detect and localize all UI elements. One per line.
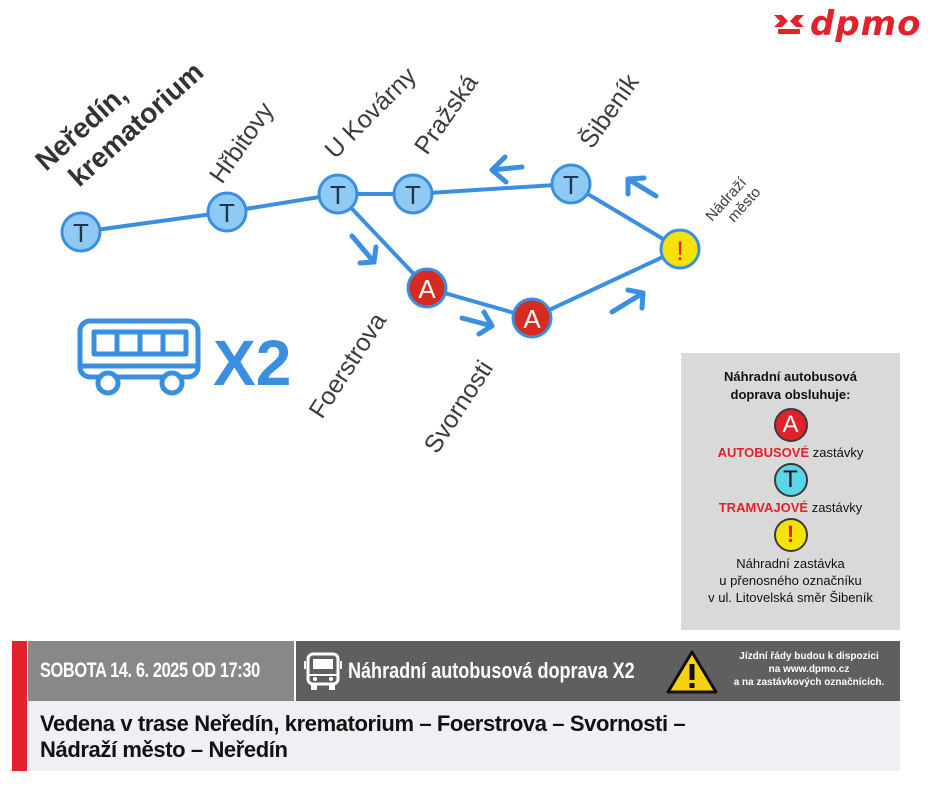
notice-line1: Jízdní řády budou k dispozici bbox=[739, 651, 879, 662]
service-box: Náhradní autobusová doprava X2 Jízdní řá… bbox=[296, 641, 900, 701]
timetable-notice: Jízdní řády budou k dispozici na www.dpm… bbox=[720, 650, 898, 689]
stop-label-u-kovarny: U Kovárny bbox=[319, 62, 422, 165]
dpmo-logo-icon bbox=[774, 15, 804, 34]
route-line2: Nádraží město – Neředín bbox=[40, 737, 288, 762]
tram-route-line bbox=[79, 181, 682, 251]
arrow-icon bbox=[609, 287, 646, 315]
stop-label-sibenik: Šibeník bbox=[573, 68, 645, 153]
svg-text:T: T bbox=[219, 198, 235, 228]
legend-temp-symbol: ! bbox=[773, 518, 808, 552]
stop-marker-hrbitovy[interactable]: T bbox=[206, 191, 248, 233]
svg-text:T: T bbox=[73, 218, 89, 248]
logo-text: dpmo bbox=[810, 4, 922, 44]
legend-bus-word: AUTOBUSOVÉ bbox=[717, 445, 810, 460]
notice-line2: na www.dpmo.cz bbox=[768, 664, 850, 675]
stop-markers: T T T T T ! A A bbox=[60, 163, 701, 339]
legend-bus-rest: zastávky bbox=[812, 445, 864, 460]
stop-label-nadrazi: Nádraží město bbox=[702, 174, 764, 226]
route-map: T T T T T ! A A bbox=[29, 56, 764, 459]
bus-icon bbox=[77, 318, 201, 396]
legend-bus-symbol: A bbox=[773, 408, 808, 442]
stop-marker-neredin[interactable]: T bbox=[60, 211, 102, 253]
bus-route-line bbox=[336, 192, 682, 321]
stop-marker-prazska[interactable]: T bbox=[392, 173, 434, 215]
bus-small-icon bbox=[304, 651, 342, 693]
route-lines bbox=[79, 181, 682, 321]
date-text: SOBOTA 14. 6. 2025 OD 17:30 bbox=[40, 659, 260, 682]
stop-label-foerstrova: Foerstrova bbox=[304, 308, 393, 424]
stop-label-hrbitovy: Hřbitovy bbox=[204, 97, 280, 189]
route-description: Vedena v trase Neředín, krematorium – Fo… bbox=[40, 711, 890, 763]
direction-arrows bbox=[349, 154, 659, 337]
stop-label-svornosti: Svornosti bbox=[419, 356, 499, 459]
stop-label-neredin: Neředín, krematorium bbox=[29, 56, 209, 193]
notice-line3: a na zastávkových označnících. bbox=[733, 677, 885, 688]
svg-text:A: A bbox=[523, 304, 541, 334]
arrow-icon bbox=[349, 233, 379, 266]
stop-marker-u-kovarny[interactable]: T bbox=[317, 173, 359, 215]
legend-temp-line1: Náhradní zastávka bbox=[736, 556, 845, 571]
arrow-icon bbox=[459, 309, 495, 337]
stop-marker-foerstrova[interactable]: A bbox=[406, 267, 448, 309]
svg-text:!: ! bbox=[676, 236, 684, 266]
legend-tram-word: TRAMVAJOVÉ bbox=[718, 500, 809, 515]
legend-bus-row: AUTOBUSOVÉ zastávky bbox=[681, 444, 900, 461]
dpmo-logo: dpmo bbox=[772, 6, 932, 42]
legend-tram-symbol: T bbox=[773, 463, 808, 497]
legend-temp-line3: v ul. Litovelská směr Šibeník bbox=[708, 590, 873, 605]
route-line1: Vedena v trase Neředín, krematorium – Fo… bbox=[40, 711, 686, 736]
legend-tram-row: TRAMVAJOVÉ zastávky bbox=[681, 499, 900, 516]
legend-title-line1: Náhradní autobusová bbox=[724, 369, 857, 384]
stop-marker-sibenik[interactable]: T bbox=[550, 163, 592, 205]
svg-text:A: A bbox=[418, 274, 436, 304]
stop-marker-nadrazi-mesto[interactable]: ! bbox=[659, 228, 701, 270]
route-description-box: Vedena v trase Neředín, krematorium – Fo… bbox=[28, 701, 900, 771]
arrow-icon bbox=[625, 175, 659, 199]
date-box: SOBOTA 14. 6. 2025 OD 17:30 bbox=[28, 641, 294, 701]
line-label-x2: X2 bbox=[213, 327, 291, 399]
legend-tram-rest: zastávky bbox=[811, 500, 863, 515]
legend-title-line2: doprava obsluhuje: bbox=[730, 387, 851, 402]
arrow-icon bbox=[489, 154, 525, 185]
stop-labels: Neředín, krematorium Hřbitovy U Kovárny … bbox=[29, 56, 764, 459]
accent-bar bbox=[12, 641, 27, 771]
warning-icon bbox=[666, 649, 718, 695]
svg-text:T: T bbox=[330, 180, 346, 210]
stop-marker-svornosti[interactable]: A bbox=[511, 297, 553, 339]
service-title: Náhradní autobusová doprava X2 bbox=[348, 658, 635, 683]
legend-temp-line2: u přenosného označníku bbox=[719, 573, 862, 588]
legend-panel: Náhradní autobusová doprava obsluhuje: A… bbox=[681, 353, 900, 630]
svg-text:T: T bbox=[563, 170, 579, 200]
svg-text:T: T bbox=[405, 180, 421, 210]
